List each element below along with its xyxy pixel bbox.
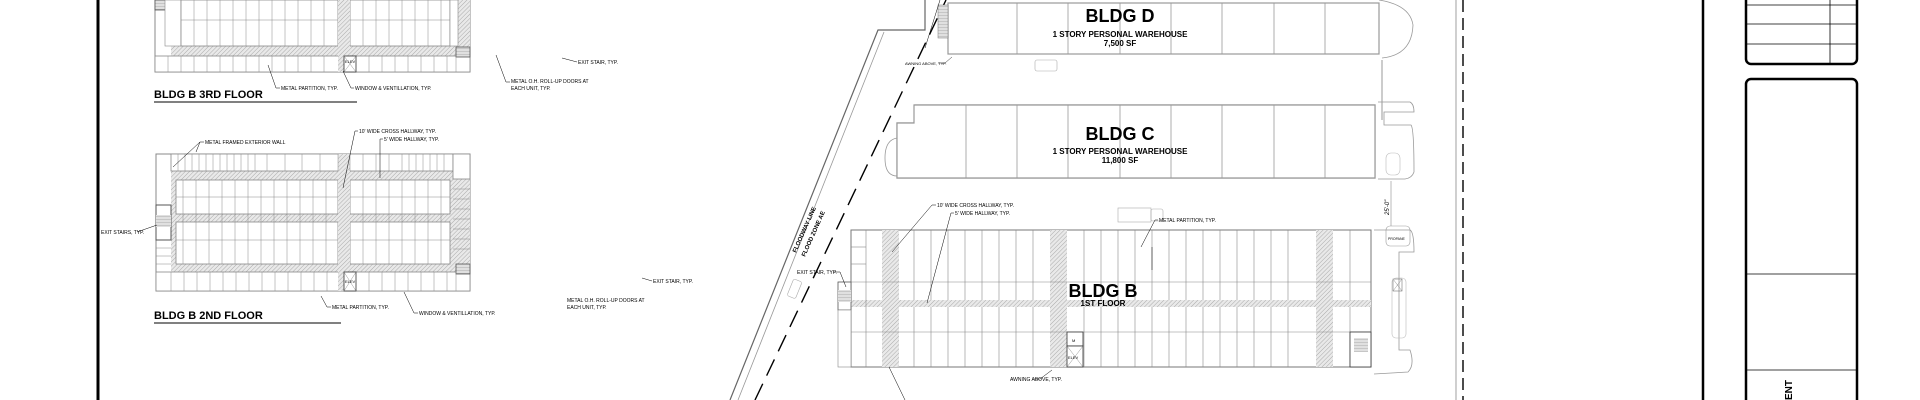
bldg-d-description: 1 STORY PERSONAL WAREHOUSE	[1053, 30, 1189, 39]
note-cross-hallway: 10' WIDE CROSS HALLWAY, TYP.	[937, 203, 1014, 209]
note-exit-stairs: EXIT STAIRS, TYP.	[101, 230, 144, 236]
note-window-ventilation: WINDOW & VENTILLATION, TYP.	[419, 311, 495, 317]
bldg-b-floor: 1ST FLOOR	[1081, 299, 1126, 308]
elev-label: ELEV	[1068, 355, 1079, 360]
bldg-c-area: 11,800 SF	[1102, 156, 1139, 165]
dimension-25ft: 25'-0"	[1385, 199, 1391, 216]
awning-note: AWNING ABOVE, TYP.	[905, 61, 947, 66]
title-block-vertical-text: ENT	[1784, 380, 1795, 400]
bldg-b-3rd-floor-title: BLDG B 3RD FLOOR	[154, 89, 263, 101]
propane-label: PROPANE	[1388, 237, 1406, 241]
property-line	[729, 0, 926, 400]
note-metal-partition: METAL PARTITION, TYP.	[332, 305, 389, 311]
bldg-c-name: BLDG C	[1086, 124, 1155, 144]
note-window-ventilation: WINDOW & VENTILLATION, TYP.	[355, 86, 431, 92]
note-rollup-doors-line2: EACH UNIT, TYP.	[567, 305, 607, 311]
elev-label: ELEV	[345, 59, 356, 64]
car-icon	[787, 279, 802, 299]
note-hallway: 5' WIDE HALLWAY, TYP.	[384, 137, 439, 143]
bldg-d-area: 7,500 SF	[1104, 39, 1137, 48]
mech-label: M	[1072, 338, 1075, 343]
truck-icon	[1117, 207, 1152, 223]
bldg-b-name: BLDG B	[1069, 281, 1138, 301]
propane-tank: PROPANE	[1385, 225, 1411, 247]
bldg-d-name: BLDG D	[1086, 6, 1155, 26]
note-awning-above: AWNING ABOVE, TYP.	[1010, 377, 1062, 383]
bldg-c-description: 1 STORY PERSONAL WAREHOUSE	[1053, 147, 1189, 156]
note-exit-stair: EXIT STAIR, TYP.	[653, 279, 693, 285]
elev-label: ELEV	[345, 279, 356, 284]
bldg-b-2nd-floor-plan: ELEV	[101, 129, 693, 324]
bldg-b-3rd-floor-plan: ELEV METAL PARTITION, TYP. WI	[154, 0, 618, 103]
note-rollup-doors-line1: METAL O.H. ROLL-UP DOORS AT	[567, 298, 645, 304]
bldg-c-plan: BLDG C 1 STORY PERSONAL WAREHOUSE 11,800…	[884, 101, 1415, 180]
flood-zone-line	[754, 0, 947, 400]
note-rollup-doors-line1: METAL O.H. ROLL-UP DOORS AT	[511, 79, 589, 85]
note-metal-partition: METAL PARTITION, TYP.	[1159, 218, 1216, 224]
note-exit-stair: EXIT STAIR, TYP.	[797, 270, 837, 276]
bldg-d-plan: BLDG D 1 STORY PERSONAL WAREHOUSE 7,500 …	[905, 0, 1414, 72]
note-exit-stair: EXIT STAIR, TYP.	[578, 60, 618, 66]
title-block: ENT	[1744, 0, 1859, 400]
note-hallway: 5' WIDE HALLWAY, TYP.	[955, 211, 1010, 217]
note-metal-partition: METAL PARTITION, TYP.	[281, 86, 338, 92]
bldg-b-2nd-floor-title: BLDG B 2ND FLOOR	[154, 310, 263, 322]
car-icon	[1034, 59, 1058, 72]
note-rollup-doors-line2: EACH UNIT, TYP.	[511, 86, 551, 92]
note-cross-hallway: 10' WIDE CROSS HALLWAY, TYP.	[359, 129, 436, 135]
note-metal-framed-exterior-wall: METAL FRAMED EXTERIOR WALL	[205, 140, 286, 146]
bldg-b-1st-floor-plan: M ELEV 10' WIDE CROSS HALLWAY, TYP. 5'	[787, 203, 1415, 400]
